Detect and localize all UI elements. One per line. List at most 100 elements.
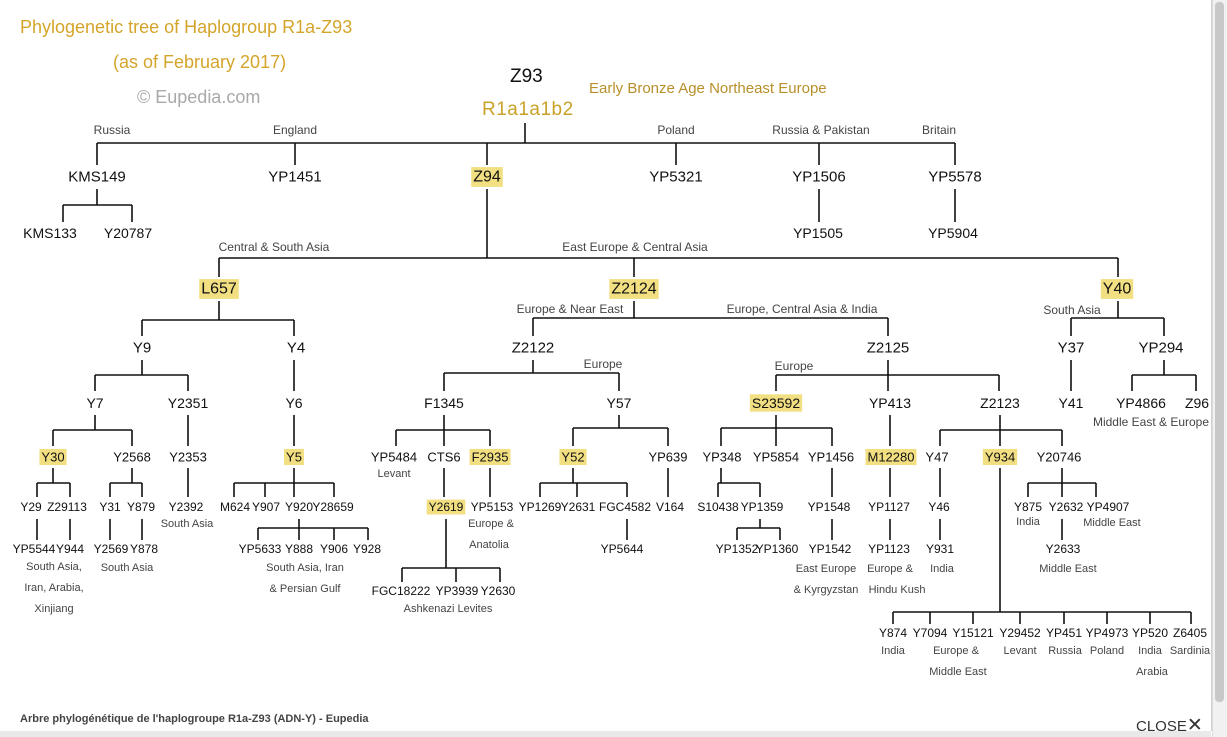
node-yp3939: YP3939 [436,584,479,598]
region-india-yp520: India [1138,645,1163,657]
node-y879: Y879 [127,500,155,514]
node-f2935: F2935 [472,450,509,465]
root-region: Early Bronze Age Northeast Europe [589,80,827,97]
node-yp5153: YP5153 [471,500,514,514]
region-east-europe-kyrg-2: & Kyrgyzstan [794,584,859,596]
root-snp: Z93 [510,66,543,87]
region-russia: Russia [94,123,131,137]
node-y31: Y31 [99,500,121,514]
region-india-y875: India [1016,516,1041,528]
node-l657: L657 [201,281,237,298]
node-yp1451: YP1451 [268,169,321,186]
node-y2630: Y2630 [481,584,516,598]
region-sa-iran-arabia-3: Xinjiang [34,603,73,615]
node-cts6: CTS6 [427,450,460,465]
node-z2122: Z2122 [512,340,555,357]
node-yp1505: YP1505 [793,225,843,241]
node-z96: Z96 [1185,395,1209,411]
node-fgc4582: FGC4582 [599,500,651,514]
node-z29113: Z29113 [47,500,87,514]
node-fgc18222: FGC18222 [372,584,431,598]
region-central-south-asia: Central & South Asia [219,240,330,254]
highlight-s23592 [749,394,803,412]
root-haplogroup: R1a1a1b2 [482,99,574,120]
region-ashkenazi: Ashkenazi Levites [404,603,493,615]
node-y6: Y6 [285,395,302,411]
node-y52: Y52 [561,450,584,465]
node-y2631: Y2631 [561,500,596,514]
node-y907: Y907 [252,500,280,514]
region-europe-near-east: Europe & Near East [517,302,624,316]
region-south-asia-y878: South Asia [101,562,154,574]
region-europe-central-asia-india: Europe, Central Asia & India [727,302,878,316]
node-z2124: Z2124 [611,281,656,298]
node-y20746: Y20746 [1037,450,1082,465]
region-europe-anatolia-2: Anatolia [469,539,510,551]
node-y29: Y29 [20,500,42,514]
region-sardinia: Sardinia [1170,645,1211,657]
region-europe-y57: Europe [584,357,623,371]
node-y875: Y875 [1014,500,1042,514]
node-y2569: Y2569 [94,542,129,556]
region-russia-pakistan: Russia & Pakistan [772,123,869,137]
node-m624: M624 [220,500,250,514]
node-y41: Y41 [1059,395,1084,411]
node-y9: Y9 [133,340,151,357]
image-viewer: Phylogenetic tree of Haplogroup R1a-Z93 … [12,0,1212,731]
node-yp451: YP451 [1046,626,1082,640]
highlight-z94 [471,167,503,187]
node-y931: Y931 [926,542,954,556]
node-kms133: KMS133 [23,225,77,241]
node-y2568: Y2568 [113,450,151,465]
node-m12280: M12280 [868,450,915,465]
node-y906: Y906 [320,542,348,556]
node-y934: Y934 [985,450,1015,465]
node-yp5633: YP5633 [239,542,282,556]
region-levant-yp5484: Levant [377,468,410,480]
region-europe-anatolia-1: Europe & [468,518,515,530]
highlight-l657 [199,279,239,299]
node-z2123: Z2123 [980,395,1020,411]
node-yp4907: YP4907 [1087,500,1130,514]
node-z94: Z94 [473,169,501,186]
node-y47: Y47 [925,450,948,465]
tree-title: Phylogenetic tree of Haplogroup R1a-Z93 [20,17,353,37]
node-y874: Y874 [879,626,907,640]
node-y888: Y888 [285,542,313,556]
region-south-asia-y40: South Asia [1043,303,1101,317]
node-y2351: Y2351 [168,395,209,411]
node-y5: Y5 [286,450,302,465]
copyright: © Eupedia.com [137,87,261,107]
node-y57: Y57 [607,395,632,411]
node-yp5484: YP5484 [371,450,417,465]
image-caption: Arbre phylogénétique de l'haplogroupe R1… [20,713,369,725]
region-europe-me-1: Europe & [933,645,980,657]
node-yp1542: YP1542 [809,542,852,556]
region-sa-iran-arabia-2: Iran, Arabia, [24,582,83,594]
region-east-europe-central-asia: East Europe & Central Asia [562,240,708,254]
region-russia-yp451: Russia [1048,645,1083,657]
node-yp1269: YP1269 [519,500,562,514]
node-y20787: Y20787 [104,225,152,241]
node-y28659: Y28659 [312,500,354,514]
highlight-m12280 [865,448,917,466]
node-f1345: F1345 [424,395,464,411]
node-y2619: Y2619 [429,500,464,514]
node-y37: Y37 [1058,340,1085,357]
node-y40: Y40 [1103,281,1132,298]
scrollbar-thumb[interactable] [1215,2,1224,702]
node-y7: Y7 [86,395,103,411]
highlight-y30 [39,448,67,466]
close-button[interactable]: CLOSE✕ [1136,714,1203,737]
node-y4: Y4 [287,340,305,357]
node-yp5544: YP5544 [13,542,56,556]
region-middle-east-y2633: Middle East [1039,563,1096,575]
node-y878: Y878 [130,542,158,556]
node-yp1352: YP1352 [716,542,759,556]
node-yp1456: YP1456 [808,450,854,465]
region-poland-yp4973: Poland [1090,645,1124,657]
node-y7094: Y7094 [913,626,948,640]
node-yp639: YP639 [648,450,687,465]
node-y2353: Y2353 [169,450,207,465]
